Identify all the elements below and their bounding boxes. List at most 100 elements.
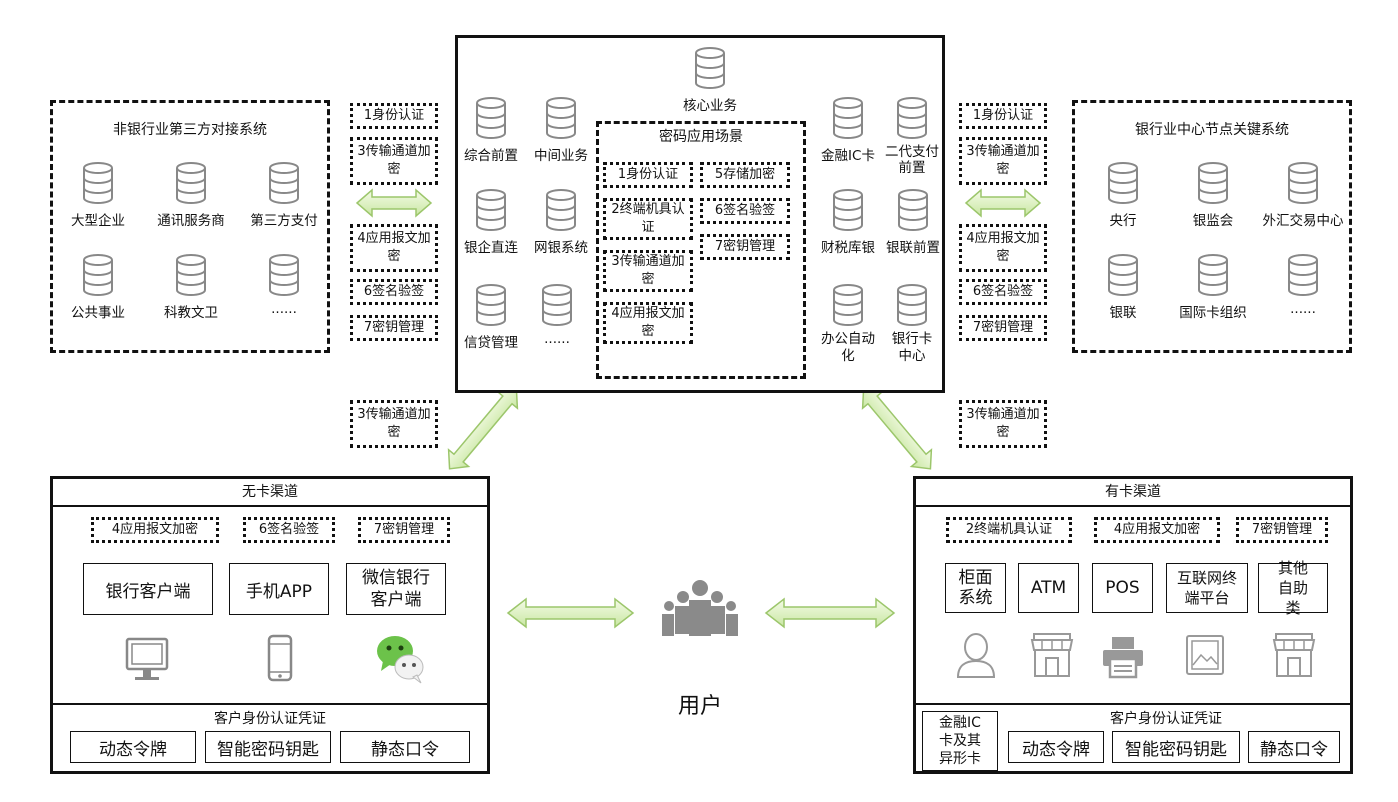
cred-dynamic-token: 动态令牌 [1008, 731, 1104, 763]
database-icon [833, 284, 863, 326]
cred-ic-card: 金融IC卡及其异形卡 [922, 711, 998, 771]
database-icon [833, 97, 863, 139]
item-label: 科教文卫 [164, 305, 218, 321]
database-icon [1108, 254, 1138, 296]
database-icon [542, 284, 572, 326]
db-label: 银行卡中心 [891, 331, 933, 364]
channel-counter: 柜面系统 [945, 563, 1006, 613]
db-label: 银联前置 [886, 240, 940, 256]
left-label: 1身份认证 [350, 103, 438, 129]
channel-pos: POS [1092, 563, 1153, 613]
database-icon [695, 47, 725, 89]
cred-dynamic-token: 动态令牌 [70, 731, 196, 763]
db-label: 信贷管理 [464, 335, 518, 351]
double-arrow-left-system [355, 188, 433, 218]
printer-icon [1103, 637, 1143, 679]
database-icon [476, 284, 506, 326]
db-label: ...... [544, 331, 570, 347]
system-item: ...... [241, 253, 327, 317]
right-system-box: 银行业中心节点关键系统 央行 银监会 外汇交易中心 银联 国际卡组织 .....… [1072, 100, 1352, 353]
db-银联前置: 银联前置 [878, 188, 948, 256]
no-card-tag: 4应用报文加密 [91, 517, 219, 543]
left-label: 7密钥管理 [350, 315, 438, 341]
cred-static-password: 静态口令 [340, 731, 470, 763]
database-icon [1198, 162, 1228, 204]
db-财税库银: 财税库银 [812, 188, 884, 256]
db-信贷管理: 信贷管理 [464, 283, 518, 351]
left-label: 3传输通道加密 [350, 137, 438, 185]
person-icon [956, 633, 996, 678]
database-icon [476, 189, 506, 231]
card-title: 有卡渠道 [916, 479, 1350, 507]
channel-internet-terminal: 互联网终端平台 [1166, 563, 1248, 613]
db-银行卡中心: 银行卡中心 [884, 283, 940, 365]
card-tag: 4应用报文加密 [1094, 517, 1220, 543]
db-银企直连: 银企直连 [464, 188, 518, 256]
right-label: 3传输通道加密 [959, 137, 1047, 185]
system-item: 大型企业 [59, 161, 137, 229]
user-label: 用户 [677, 694, 722, 719]
system-item: 外汇交易中心 [1257, 161, 1349, 229]
db-label: 网银系统 [534, 240, 588, 256]
item-label: 银监会 [1192, 213, 1234, 229]
db-金融IC卡: 金融IC卡 [816, 96, 880, 164]
db-二代支付前置: 二代支付前置 [884, 96, 940, 176]
database-icon [897, 97, 927, 139]
card-cred-title: 客户身份认证凭证 [1110, 711, 1222, 727]
item-label: 央行 [1109, 213, 1137, 229]
database-icon [897, 284, 927, 326]
cred-static-password: 静态口令 [1248, 731, 1340, 763]
no-card-cred-title: 客户身份认证凭证 [214, 711, 326, 727]
core-business-box: 核心业务 综合前置 中间业务 银企直连 网银系统 信贷管理 ...... 密码应… [455, 35, 945, 393]
system-item: 公共事业 [59, 253, 137, 321]
database-icon [269, 254, 299, 296]
left-system-title: 非银行业第三方对接系统 [113, 122, 267, 138]
crypto-item: 1身份认证 [603, 162, 693, 188]
channel-wechat-client: 微信银行客户端 [346, 563, 446, 615]
mid-left-label: 3传输通道加密 [350, 400, 438, 448]
item-label: 通讯服务商 [157, 213, 225, 229]
monitor-icon [125, 637, 169, 680]
system-item: 国际卡组织 [1171, 253, 1255, 321]
no-card-tag: 7密钥管理 [358, 517, 450, 543]
crypto-item: 3传输通道加密 [603, 250, 693, 292]
db-网银系统: 网银系统 [534, 188, 588, 256]
left-label: 4应用报文加密 [350, 224, 438, 272]
system-item: 通讯服务商 [145, 161, 237, 229]
cred-usb-key: 智能密码钥匙 [205, 731, 331, 763]
card-tag: 7密钥管理 [1236, 517, 1328, 543]
database-icon [1198, 254, 1228, 296]
db-label: 银企直连 [464, 240, 518, 256]
system-item: 银监会 [1171, 161, 1255, 229]
cred-usb-key: 智能密码钥匙 [1112, 731, 1240, 763]
tablet-image-icon [1186, 635, 1224, 675]
card-tag: 2终端机具认证 [946, 517, 1072, 543]
core-title: 核心业务 [683, 98, 737, 114]
item-label: 国际卡组织 [1179, 305, 1247, 321]
double-arrow-card [764, 597, 896, 629]
database-icon [833, 189, 863, 231]
item-label: ...... [1290, 301, 1316, 317]
channel-atm: ATM [1018, 563, 1079, 613]
store-icon [1030, 633, 1074, 677]
database-icon [476, 97, 506, 139]
diagonal-arrow-left [447, 388, 519, 470]
crypto-item: 5存储加密 [700, 162, 790, 188]
database-icon [83, 254, 113, 296]
system-item: 第三方支付 [241, 161, 327, 229]
system-item: 银联 [1081, 253, 1165, 321]
item-label: 银联 [1109, 305, 1137, 321]
right-label: 1身份认证 [959, 103, 1047, 129]
system-item: ...... [1257, 253, 1349, 317]
database-icon [176, 254, 206, 296]
right-system-title: 银行业中心节点关键系统 [1135, 122, 1289, 138]
channel-bank-client: 银行客户端 [83, 563, 213, 615]
double-arrow-no-card [506, 597, 635, 629]
smartphone-icon [267, 634, 293, 682]
mid-right-label: 3传输通道加密 [959, 400, 1047, 448]
db-label: 办公自动化 [821, 331, 875, 364]
item-label: 公共事业 [71, 305, 125, 321]
channel-mobile-app: 手机APP [229, 563, 329, 615]
no-card-tag: 6签名验签 [243, 517, 335, 543]
